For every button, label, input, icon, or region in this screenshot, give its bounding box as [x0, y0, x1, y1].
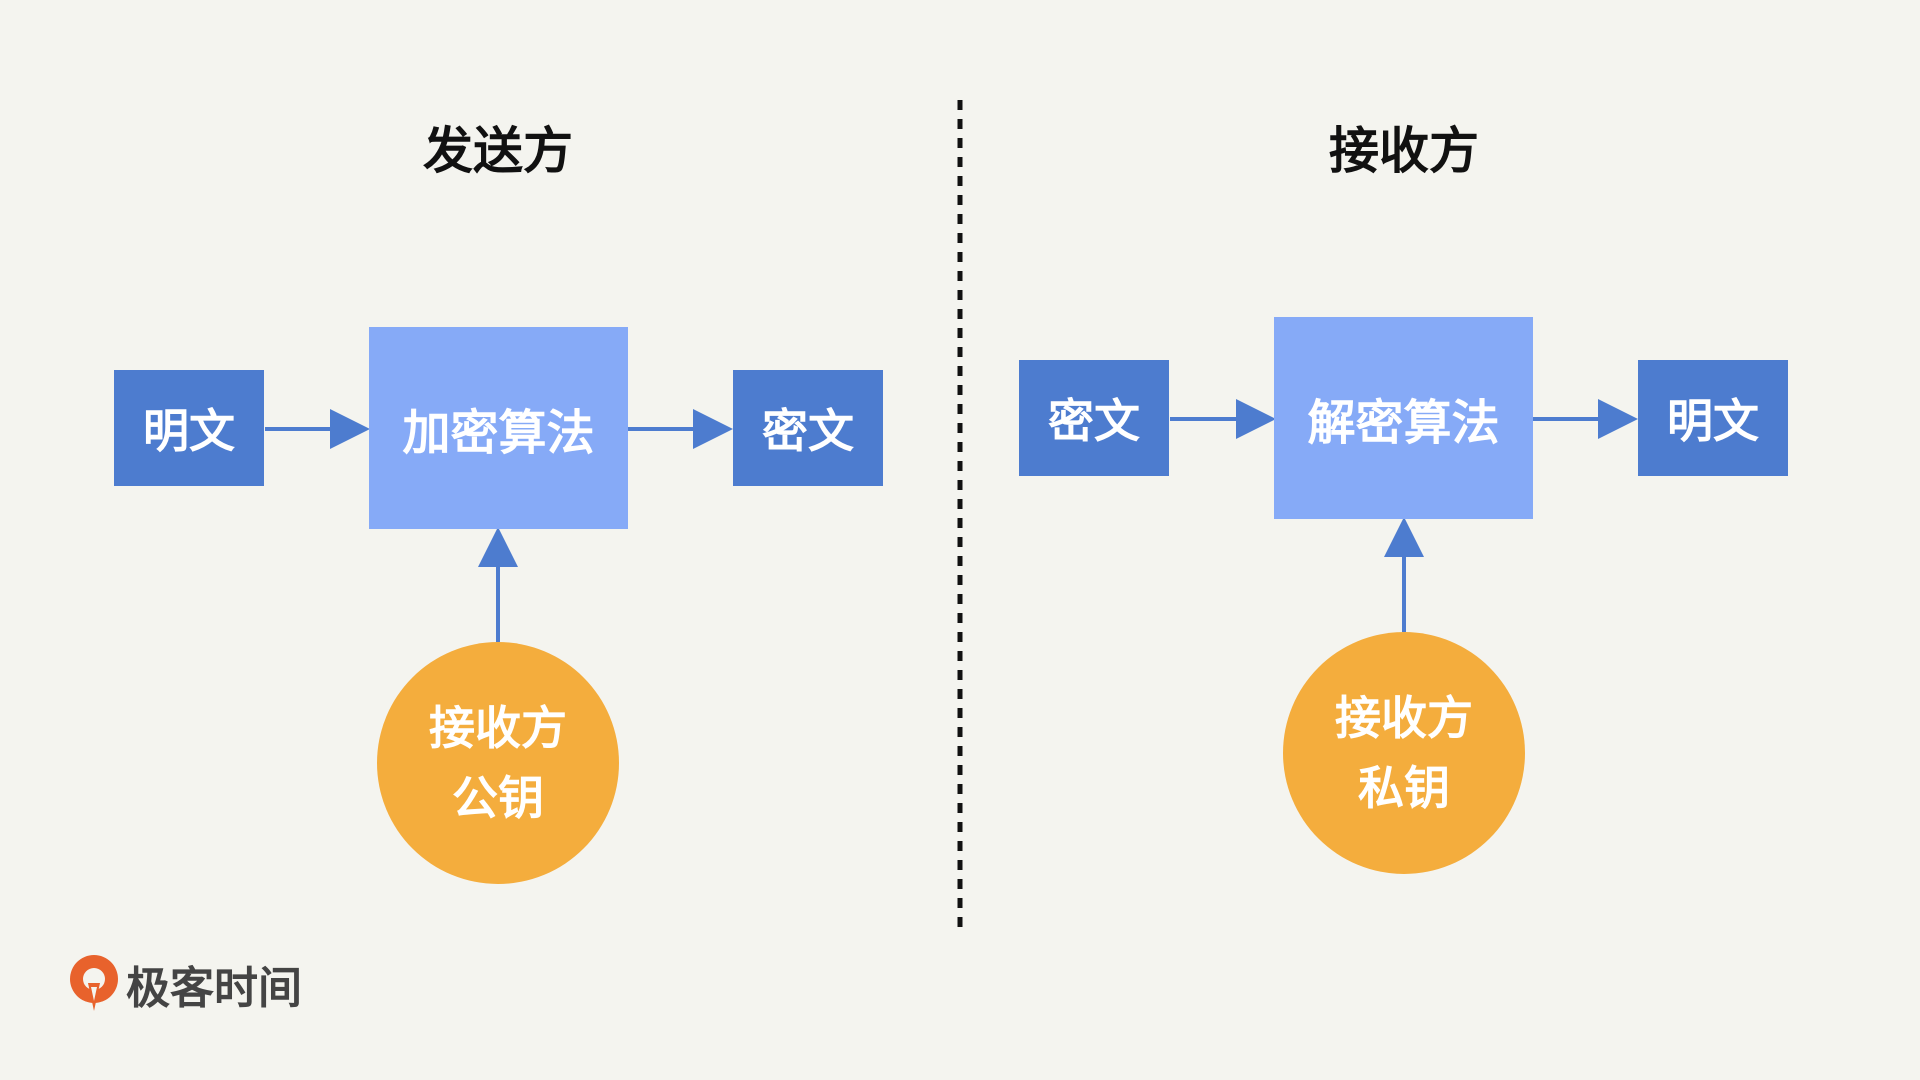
receiver-plaintext-label: 明文 [1667, 394, 1759, 448]
sender-plaintext-label: 明文 [143, 404, 235, 458]
sender-plaintext-box: 明文 [114, 370, 264, 486]
receiver-public-key-circle: 接收方 公钥 [377, 642, 619, 884]
receiver-private-key-circle: 接收方 私钥 [1283, 632, 1525, 874]
brand-name: 极客时间 [126, 963, 302, 1014]
receiver-title: 接收方 [1329, 122, 1479, 180]
brand-logo: 极客时间 [66, 952, 302, 1016]
receiver-ciphertext-box: 密文 [1019, 360, 1169, 476]
encryption-algorithm-label: 加密算法 [402, 405, 595, 461]
receiver-ciphertext-label: 密文 [1048, 394, 1140, 448]
private-key-line2: 私钥 [1358, 761, 1450, 815]
private-key-line1: 接收方 [1335, 691, 1473, 745]
public-key-line2: 公钥 [452, 771, 544, 825]
encryption-algorithm-box: 加密算法 [369, 327, 628, 529]
public-key-line1: 接收方 [429, 701, 567, 755]
decryption-algorithm-box: 解密算法 [1274, 317, 1533, 519]
geektime-logo-icon [70, 955, 118, 1011]
decryption-algorithm-label: 解密算法 [1307, 395, 1500, 451]
receiver-plaintext-box: 明文 [1638, 360, 1788, 476]
sender-ciphertext-box: 密文 [733, 370, 883, 486]
sender-title: 发送方 [423, 122, 573, 180]
sender-ciphertext-label: 密文 [762, 404, 854, 458]
